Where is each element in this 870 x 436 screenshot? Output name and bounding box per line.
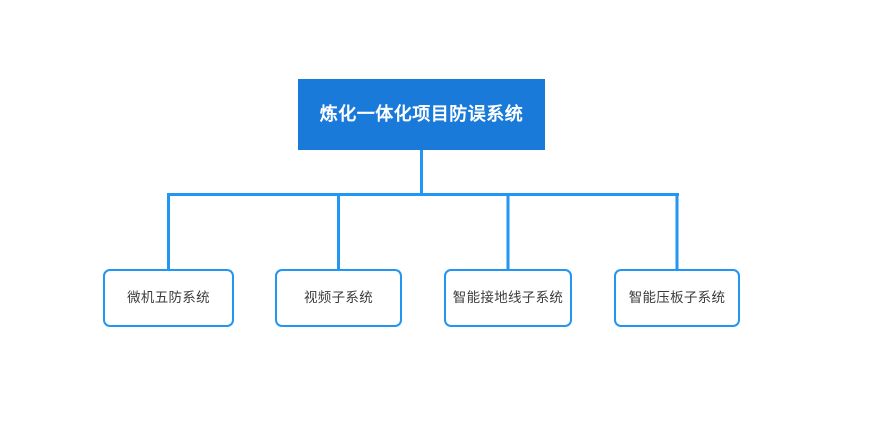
node-child-label: 视频子系统 (304, 289, 373, 305)
node-root[interactable]: 炼化一体化项目防误系统 (298, 79, 545, 150)
node-child-zhinengyaban[interactable]: 智能压板子系统 (614, 269, 740, 327)
node-child-label: 微机五防系统 (127, 289, 210, 305)
node-root-label: 炼化一体化项目防误系统 (319, 103, 524, 124)
node-child-shipin[interactable]: 视频子系统 (275, 269, 402, 327)
node-child-weijiwufang[interactable]: 微机五防系统 (103, 269, 234, 327)
node-child-label: 智能压板子系统 (628, 289, 726, 305)
node-child-label: 智能接地线子系统 (452, 289, 564, 305)
node-child-zhinengjiedixian[interactable]: 智能接地线子系统 (444, 269, 572, 327)
